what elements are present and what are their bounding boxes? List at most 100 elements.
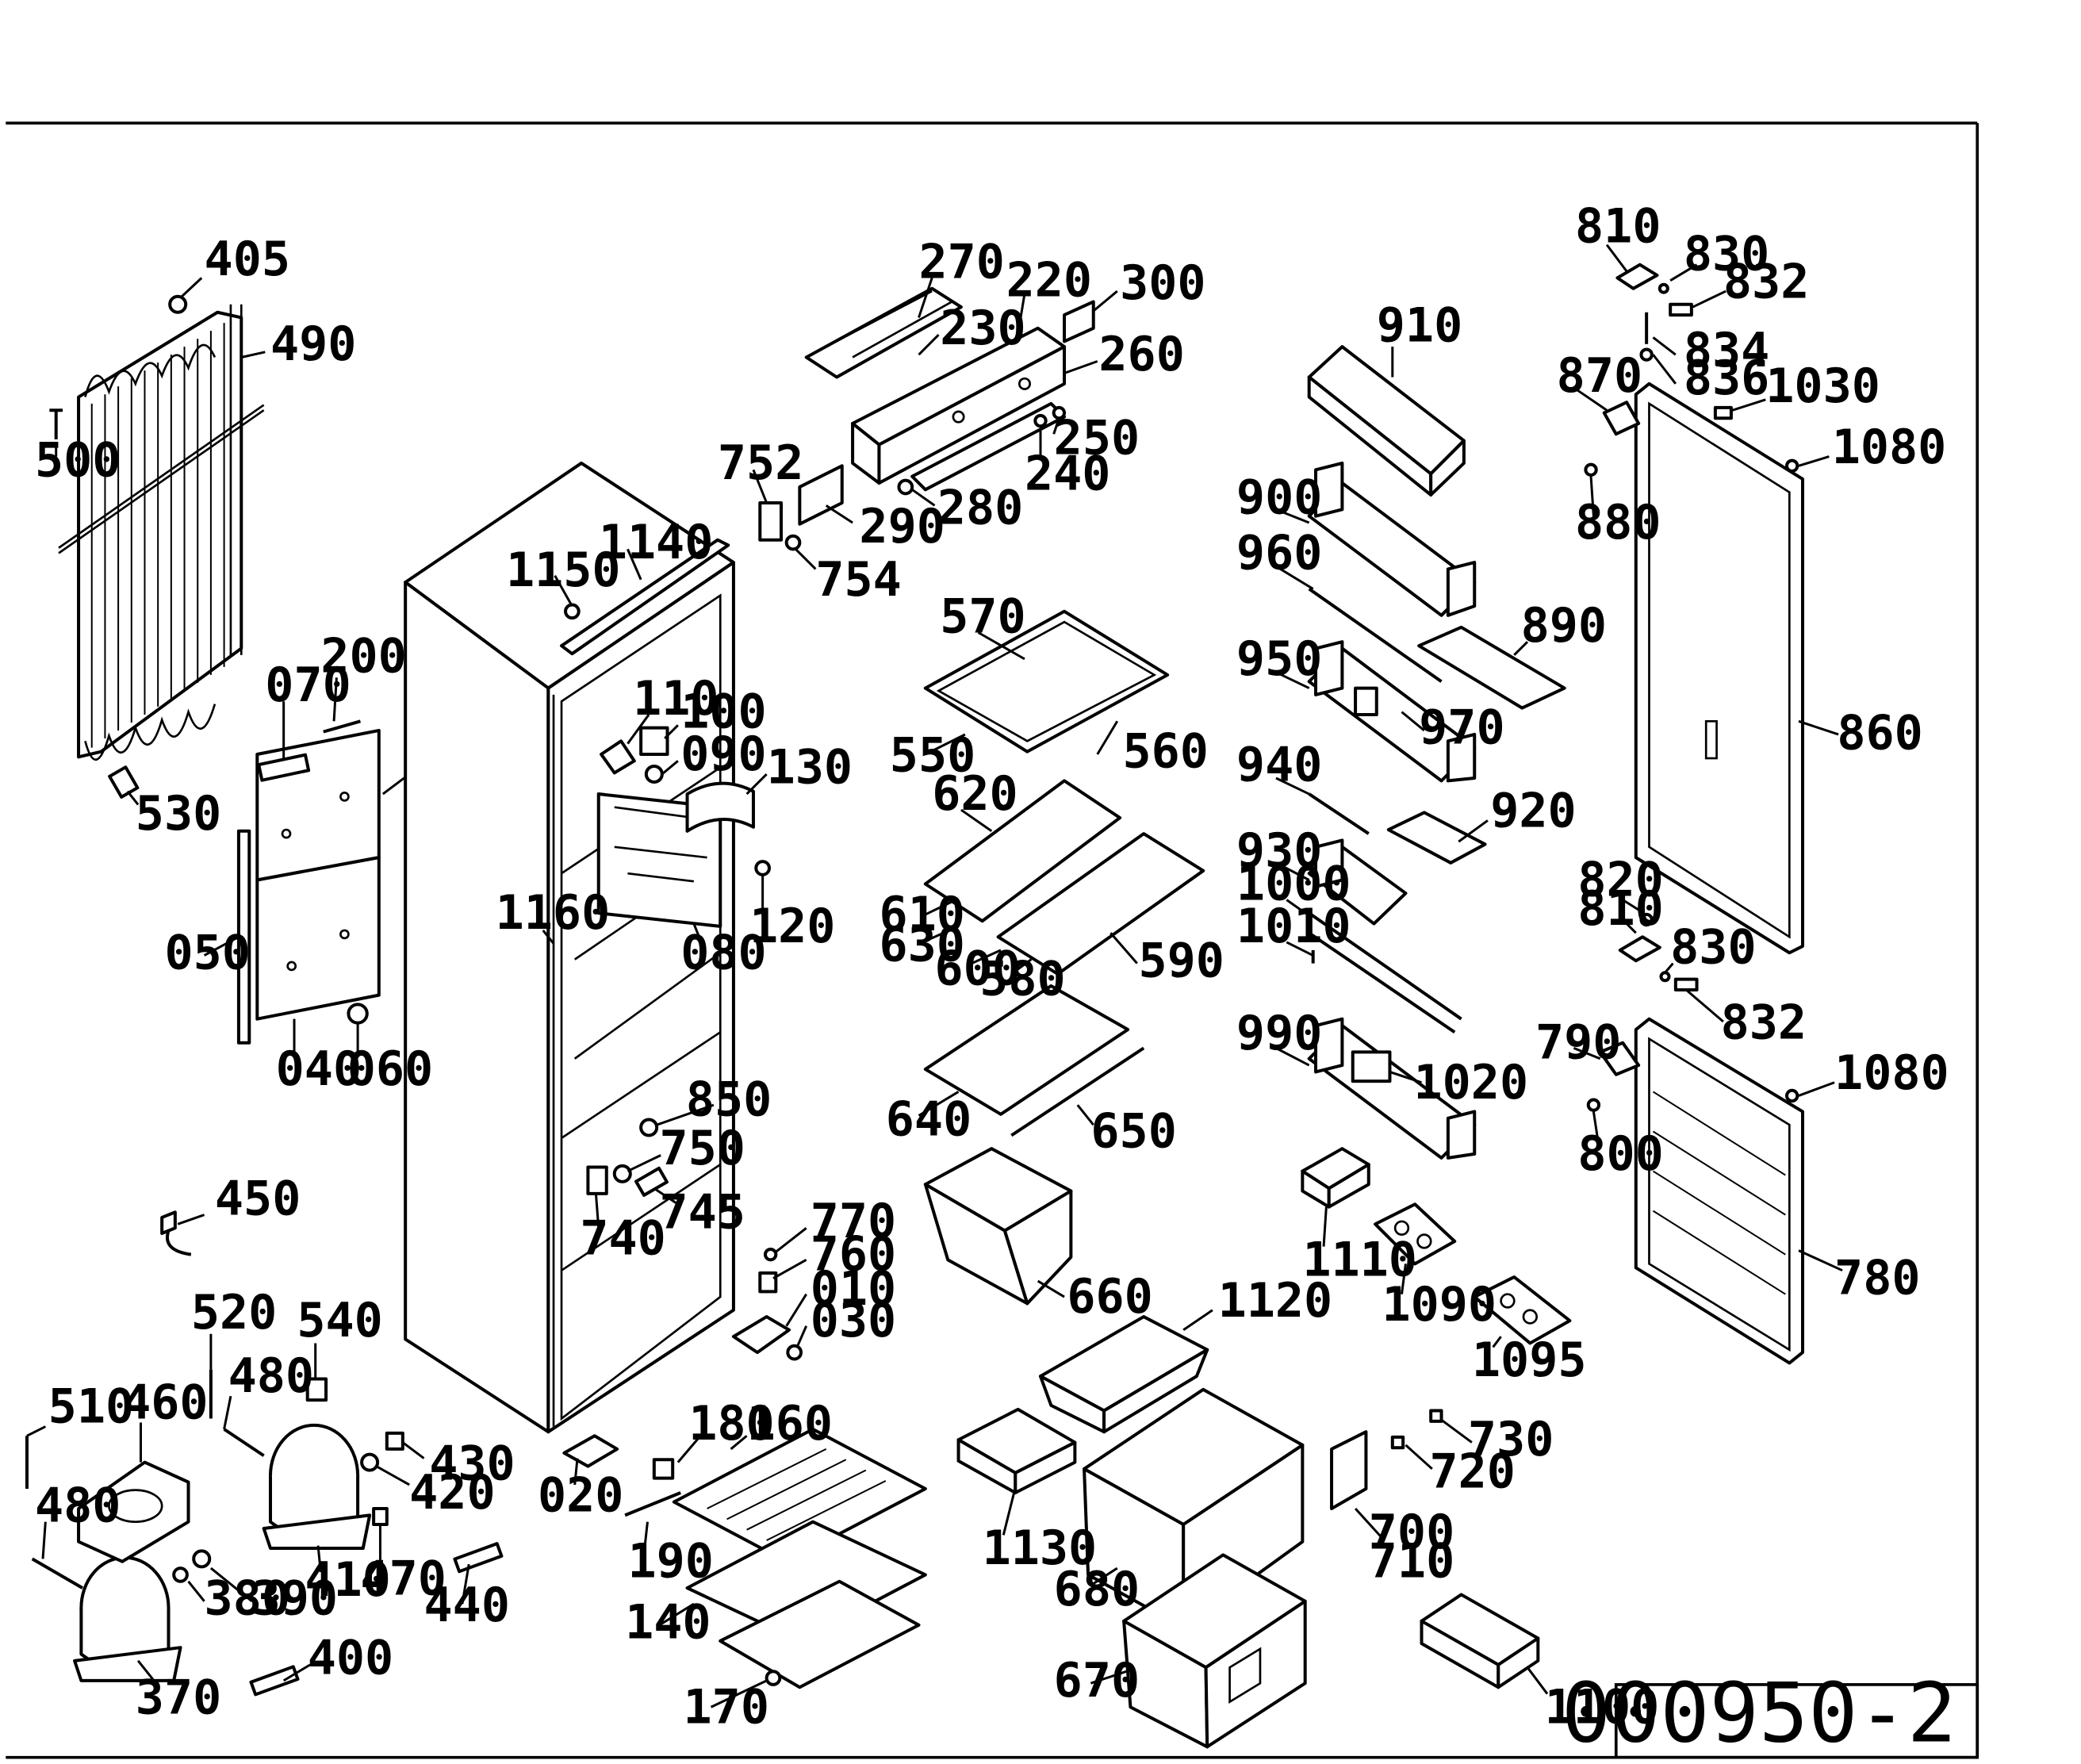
part-752 [758,500,783,542]
box-660 [923,1147,1073,1306]
part-1020 [1351,1050,1392,1083]
callout-930: 930 [1236,823,1322,879]
control-board-270 [804,286,963,379]
callout-870: 870 [1557,348,1642,404]
callout-400: 400 [308,1631,393,1686]
callout-754: 754 [815,552,901,608]
hinge-810-bottom [1618,935,1661,963]
part-1140 [560,538,730,656]
callout-730: 730 [1468,1412,1554,1467]
callout-1160: 1160 [496,885,611,941]
title-block: 000950-2 [1562,1666,1979,1762]
callout-250: 250 [1054,410,1140,466]
cabinet-body [404,461,735,1434]
leader-lines [26,244,1843,1708]
callout-710: 710 [1369,1534,1454,1590]
part-750 [612,1164,632,1183]
callout-1150: 1150 [506,543,621,598]
callout-1110: 1110 [1302,1232,1417,1287]
part-740 [586,1165,608,1195]
part-760 [758,1271,778,1294]
callout-1095: 1095 [1472,1333,1587,1388]
callout-836: 836 [1684,351,1769,406]
part-390 [192,1549,212,1569]
ice-maker-1100 [1420,1593,1540,1689]
callout-405: 405 [205,232,290,287]
callout-950: 950 [1236,631,1322,687]
ice-tray-1130 [956,1407,1077,1494]
callout-670: 670 [1054,1653,1140,1708]
evaporator-160 [672,1427,927,1563]
callout-140: 140 [625,1595,711,1651]
callout-590: 590 [1138,933,1224,988]
callout-230: 230 [940,301,1025,356]
callout-100: 100 [680,685,766,740]
callout-labels: 405 490 500 530 070 200 050 040 060 450 … [35,198,1949,1735]
callout-834: 834 [1684,323,1769,378]
hinge-010 [731,1315,791,1355]
callout-810a: 810 [1575,198,1661,254]
callout-060: 060 [347,1041,433,1097]
part-940 [1308,792,1370,835]
callout-860: 860 [1837,705,1922,761]
callout-720: 720 [1430,1444,1516,1499]
callout-810b: 810 [1577,881,1663,937]
callout-600: 600 [935,941,1021,996]
callout-700: 700 [1369,1505,1454,1560]
glass-plate-640 [923,984,1130,1116]
part-730 [1429,1409,1443,1423]
callout-960: 960 [1236,525,1322,581]
callout-220: 220 [1006,253,1092,309]
part-280 [897,478,914,496]
callout-1120: 1120 [1218,1273,1333,1329]
callout-200: 200 [320,629,406,685]
part-180 [652,1458,675,1480]
callout-750: 750 [659,1121,745,1176]
part-1000 [1308,911,1462,1034]
callout-010: 010 [811,1261,896,1317]
callout-745: 745 [659,1184,745,1240]
callout-920: 920 [1490,784,1576,839]
callout-470: 470 [360,1551,446,1606]
door-shelf-900 [1307,461,1477,617]
evaporator-140 [685,1520,927,1689]
freezer-door-780 [1634,1017,1805,1365]
callout-800: 800 [1577,1126,1663,1182]
part-970 [1354,686,1378,716]
callout-480b: 480 [35,1478,121,1534]
part-380 [172,1567,189,1583]
callout-180: 180 [688,1396,774,1451]
glass-shelf-620 [923,779,1122,923]
callout-630: 630 [879,917,964,972]
callout-550: 550 [890,728,975,784]
door-shelf-950 [1307,640,1477,783]
callout-120: 120 [749,899,835,954]
compressor-410 [262,1423,372,1551]
callout-090: 090 [680,727,766,782]
callout-780: 780 [1834,1251,1920,1306]
callout-450: 450 [215,1172,301,1227]
part-030 [786,1344,803,1361]
part-650 [1010,1046,1145,1137]
callout-770: 770 [811,1194,896,1249]
callout-1080a: 1080 [1832,420,1947,475]
box-1110 [1301,1147,1370,1209]
callout-530: 530 [136,786,221,842]
part-920 [1386,811,1487,865]
callout-370: 370 [136,1670,221,1726]
callout-440: 440 [424,1578,510,1633]
callout-1010: 1010 [1236,899,1351,954]
callout-832a: 832 [1723,254,1809,309]
part-1080b [1784,1088,1799,1103]
callout-1090: 1090 [1382,1277,1497,1333]
callout-832b: 832 [1721,995,1807,1051]
part-850 [639,1118,659,1137]
part-800 [1586,1098,1601,1112]
callout-900: 900 [1236,470,1322,525]
part-060 [347,1003,369,1025]
callout-080: 080 [680,925,766,980]
callout-500: 500 [35,433,121,489]
callout-480a: 480 [228,1348,314,1404]
compressor-370 [73,1555,182,1682]
part-200 [323,719,361,734]
